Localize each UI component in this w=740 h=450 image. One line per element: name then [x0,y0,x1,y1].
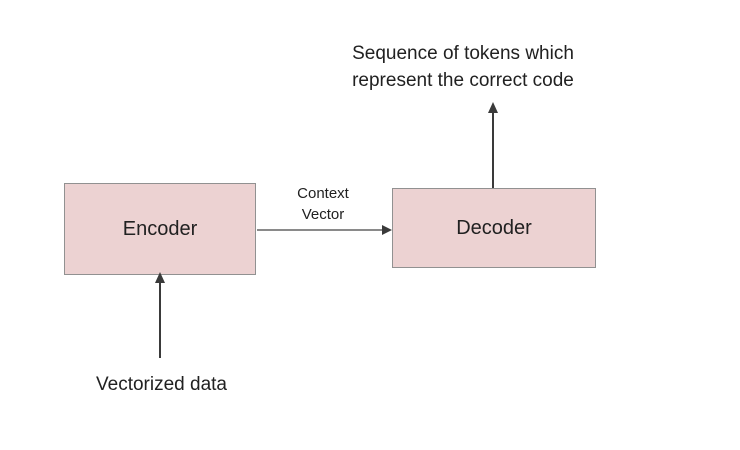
decoder-box: Decoder [392,188,596,268]
decoder-output-arrow-line [492,112,494,188]
input-data-label: Vectorized data [96,374,227,395]
arrow-right-icon [382,225,392,235]
context-vector-label: Context Vector [297,185,349,223]
output-sequence-label: Sequence of tokens which represent the c… [352,43,574,91]
encoder-box: Encoder [64,183,256,275]
encoder-label: Encoder [122,217,198,240]
arrow-up-icon [155,272,165,283]
decoder-label: Decoder [456,216,532,239]
arrow-up-icon [488,102,498,113]
context-vector-arrow-line [257,229,384,231]
encoder-input-arrow-line [159,282,161,358]
